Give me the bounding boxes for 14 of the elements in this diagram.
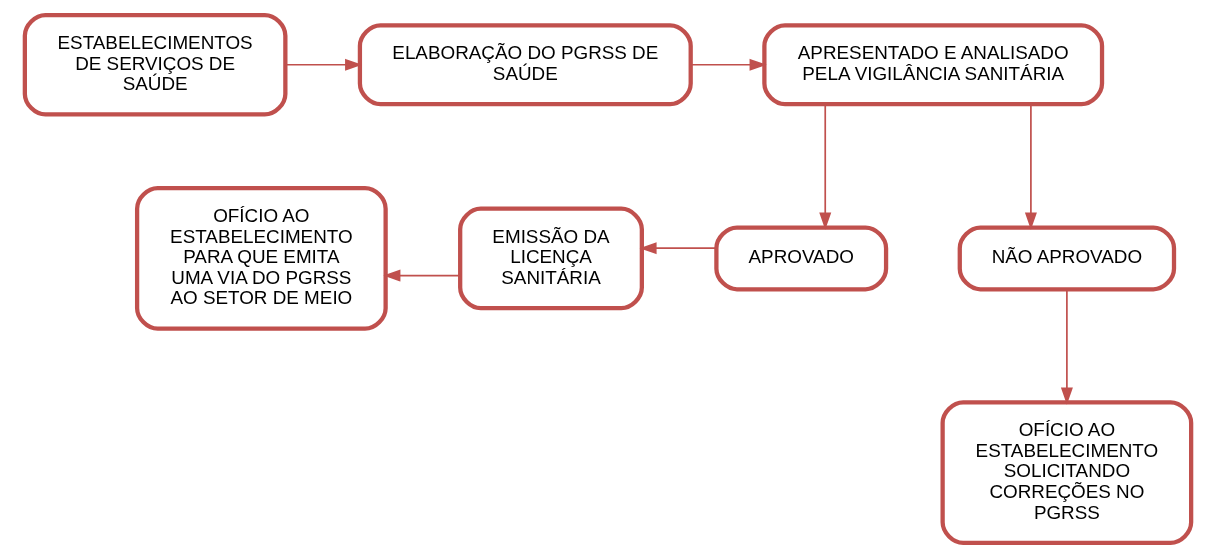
arrow — [689, 58, 767, 71]
arrow — [1060, 288, 1073, 405]
node-box: EMISSÃO DA LICENÇA SANITÁRIA — [457, 206, 644, 311]
node-box: ELABORAÇÃO DO PGRSS DE SAÚDE — [357, 23, 693, 107]
arrow — [1024, 103, 1037, 230]
arrow — [818, 103, 831, 230]
node-box: ESTABELECIMENTOS DE SERVIÇOS DE SAÚDE — [22, 12, 287, 117]
arrow — [638, 242, 717, 255]
node-box: APRESENTADO E ANALISADO PELA VIGILÂNCIA SANITÁRIA — [761, 23, 1104, 107]
node-box: NÃO APROVADO — [957, 225, 1176, 292]
node-box: OFÍCIO AO ESTABELECIMENTO PARA QUE EMITA UMA VIA DO PGRSS AO SETOR DE MEIO — [134, 186, 388, 331]
node-box: OFÍCIO AO ESTABELECIMENTO SOLICITANDO CORREÇÕES NO PGRSS — [940, 400, 1193, 546]
node-box: APROVADO — [713, 225, 888, 292]
arrow — [382, 269, 461, 282]
